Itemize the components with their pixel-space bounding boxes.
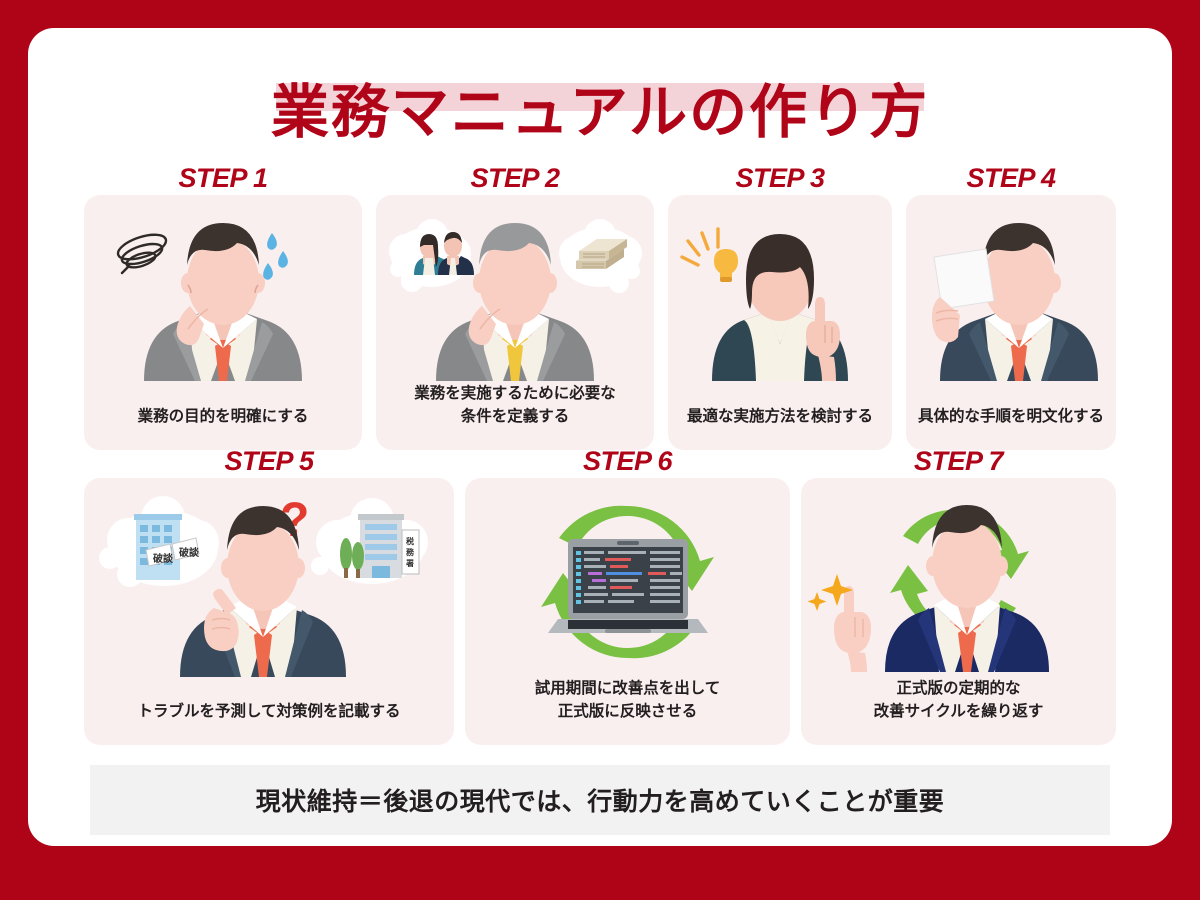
step-caption-5: トラブルを予測して対策例を記載する xyxy=(137,702,401,720)
svg-text:務: 務 xyxy=(406,547,415,557)
sparkle-icon xyxy=(807,574,853,611)
thought-cloud-building-broken-deal: 破談 破談 xyxy=(99,496,219,587)
man-gray-suit-orange-tie xyxy=(144,223,302,381)
man-navy-suit-orange-tie xyxy=(932,223,1098,381)
step-label-1: STEP 1 xyxy=(178,163,268,193)
step-art-4 xyxy=(906,209,1116,381)
step-card-2[interactable]: STEP 2 xyxy=(376,163,654,450)
step-art-5: 破談 破談 xyxy=(84,492,454,677)
step-label-2: STEP 2 xyxy=(470,163,560,193)
step-card-7[interactable]: STEP 7 xyxy=(801,446,1116,745)
step-label-7: STEP 7 xyxy=(913,446,1004,476)
step-caption-3: 最適な実施方法を検討する xyxy=(686,407,873,425)
cycle-arrows-icon xyxy=(541,505,714,659)
step-caption-6: 試用期間に改善点を出して 正式版に反映させる xyxy=(534,680,721,720)
step-label-3: STEP 3 xyxy=(735,163,825,193)
page-title-wrap: 業務マニュアルの作り方 xyxy=(28,80,1172,145)
step-art-2 xyxy=(376,209,654,381)
step-caption-4: 具体的な手順を明文化する xyxy=(917,407,1104,425)
step-card-6[interactable]: STEP 6 xyxy=(465,446,790,745)
lightbulb-icon xyxy=(680,227,738,282)
thought-bubble-people-icon xyxy=(389,219,474,292)
svg-text:税: 税 xyxy=(406,536,414,546)
step-caption-7: 正式版の定期的な 改善サイクルを繰り返す xyxy=(873,680,1044,720)
step-label-5: STEP 5 xyxy=(224,446,314,476)
step-card-4[interactable]: STEP 4 xyxy=(906,163,1116,450)
man-navy-suit-orange-tie-5 xyxy=(180,506,346,677)
white-panel: 業務マニュアルの作り方 STEP 1 xyxy=(28,28,1172,846)
footer-band: 現状維持＝後退の現代では、行動力を高めていくことが重要 xyxy=(90,765,1110,835)
title-highlight-band xyxy=(276,83,924,111)
man-navy-suit-pointing-up xyxy=(807,505,1049,672)
svg-text:署: 署 xyxy=(405,558,414,568)
step-label-4: STEP 4 xyxy=(966,163,1056,193)
thought-bubble-money-icon xyxy=(559,219,642,293)
step-art-1 xyxy=(84,209,362,381)
woman-pointing-up xyxy=(712,234,848,381)
step-caption-2: 業務を実施するために必要な 条件を定義する xyxy=(414,385,616,425)
step-card-3[interactable]: STEP 3 xyxy=(668,163,892,450)
steps-row-2: STEP 5 xyxy=(84,446,1116,745)
document-paper-icon xyxy=(933,248,995,310)
thought-cloud-tax-office: 税 務 署 xyxy=(311,498,428,584)
step-art-3 xyxy=(668,209,892,381)
man-gray-suit-yellow-tie xyxy=(436,223,594,381)
step-art-7 xyxy=(801,492,1116,672)
bubble-text-left: 破談 xyxy=(153,552,174,565)
sweat-drops-icon xyxy=(263,233,288,280)
laptop-icon xyxy=(548,539,708,633)
step-label-6: STEP 6 xyxy=(582,446,673,476)
step-card-5[interactable]: STEP 5 xyxy=(84,446,454,745)
step-art-6 xyxy=(465,492,790,672)
step-caption-1: 業務の目的を明確にする xyxy=(137,407,309,425)
page-title: 業務マニュアルの作り方 xyxy=(270,80,930,145)
footer-message: 現状維持＝後退の現代では、行動力を高めていくことが重要 xyxy=(255,788,945,816)
bubble-text-left-2: 破談 xyxy=(179,546,200,559)
step-card-1[interactable]: STEP 1 xyxy=(84,163,362,450)
steps-row-1: STEP 1 xyxy=(84,163,1116,450)
scribble-cloud-icon xyxy=(116,233,168,275)
